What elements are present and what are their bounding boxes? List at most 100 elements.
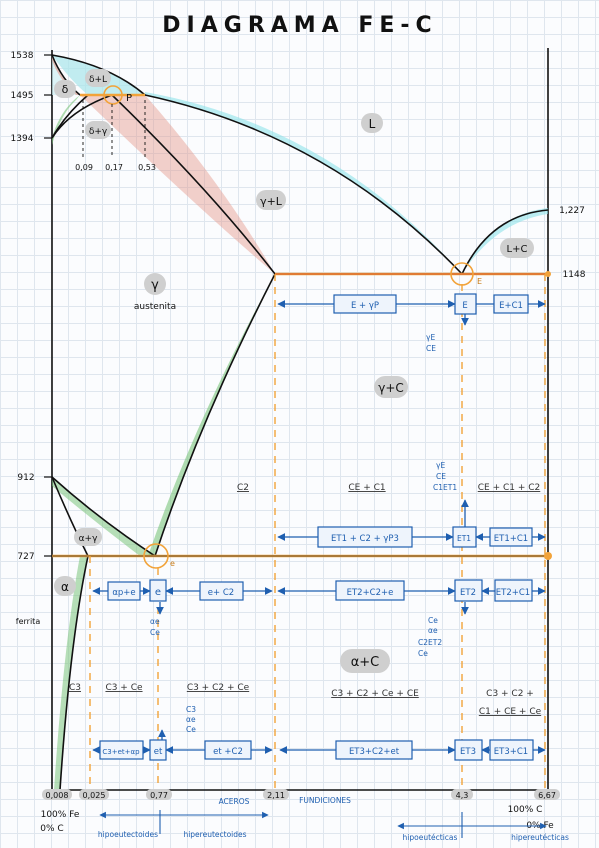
note3-ae: αe — [150, 617, 160, 626]
box-e-small: e — [155, 587, 161, 598]
gray-c3-c2-ce: C3 + C2 + Ce — [187, 683, 250, 693]
label-hipereutectoides: hipereutectoides — [183, 830, 246, 839]
gray-c3-ce: C3 + Ce — [105, 683, 143, 693]
bottom-blue-arrows — [99, 810, 547, 838]
eutectoid-label: e — [170, 559, 175, 568]
note4-ce2: Ce — [418, 649, 428, 658]
eutectic-end-dot — [545, 271, 551, 277]
box-et3: ET3 — [460, 747, 476, 757]
box-apte: αp+e — [112, 588, 135, 598]
box-et1-c2-gp3: ET1 + C2 + γP3 — [331, 534, 399, 544]
peritectic-label: P — [126, 93, 132, 104]
gray-c2: C2 — [237, 483, 249, 493]
delta-gamma-band — [52, 95, 80, 145]
phase-delta-l: δ+L — [89, 75, 107, 85]
y-tick-912: 912 — [17, 473, 34, 483]
note5-ae: αe — [186, 715, 196, 724]
a3-curve — [51, 476, 156, 557]
ferrite-solvus-band — [54, 556, 88, 790]
box-et3-c1: ET3+C1 — [494, 747, 528, 757]
box-et: et — [154, 747, 163, 757]
eutectic-label: E — [477, 277, 482, 286]
phase-label-pills — [54, 69, 534, 673]
gamma-l-shade — [80, 95, 275, 274]
ferrite-a3-curve — [51, 476, 89, 557]
tick-0-17: 0,17 — [105, 163, 123, 172]
page-title: DIAGRAMA FE-C — [162, 13, 437, 38]
box-e-c1: E+C1 — [499, 301, 523, 311]
bottom-c100: 100% C — [508, 805, 543, 815]
note3-ce: Ce — [150, 628, 160, 637]
phase-austenita: austenita — [134, 302, 176, 312]
phase-alpha-gamma: α+γ — [79, 534, 98, 544]
y-tick-marks — [44, 54, 52, 557]
delta-gamma-lower — [51, 94, 89, 139]
box-et2-c2-e: ET2+C2+e — [347, 588, 394, 598]
note4-ae: αe — [428, 626, 438, 635]
box-et2: ET2 — [460, 588, 476, 598]
note5-ce: Ce — [186, 725, 196, 734]
y-tick-1394: 1394 — [11, 134, 34, 144]
right-tick-1227: 1,227 — [559, 206, 585, 216]
phase-gamma: γ — [151, 278, 159, 293]
note4-ce: Ce — [428, 616, 438, 625]
tick-0-09: 0,09 — [75, 163, 93, 172]
ferrite-solvus-curve — [59, 555, 89, 791]
phase-l-c: L+C — [507, 244, 528, 255]
a3-band — [52, 477, 155, 556]
acm-band — [148, 274, 275, 556]
note5-c3: C3 — [186, 705, 196, 714]
x-tick-6-67: 6,67 — [538, 791, 556, 800]
note4-c2et2: C2ET2 — [418, 638, 442, 647]
constituent-notes: γE CE γE CE C1ET1 αe Ce Ce αe C2ET2 Ce C… — [150, 333, 457, 734]
label-aceros: ACEROS — [219, 797, 250, 806]
x-tick-0-008: 0,008 — [46, 791, 69, 800]
gray-c3: C3 — [69, 683, 81, 693]
box-e-gp: E + γP — [351, 301, 379, 311]
liquidus-curve-left — [144, 94, 463, 275]
y-tick-1538: 1538 — [11, 51, 34, 61]
note2-ct1: C1ET1 — [433, 483, 457, 492]
label-hipereutecticas: hipereutécticas — [511, 833, 569, 842]
right-tick-1148: 1148 — [563, 270, 586, 280]
x-tick-pills — [42, 789, 560, 800]
gray-c1-ce-ce-line2: C1 + CE + Ce — [479, 707, 542, 717]
delta-solidus-curve — [51, 54, 81, 96]
gray-c3-c2-ce-ce: C3 + C2 + Ce + CE — [331, 689, 419, 699]
phase-ferrita: ferrita — [16, 617, 41, 626]
bottom-fe100: 100% Fe — [41, 810, 80, 820]
eutectoid-point-circle — [143, 543, 169, 569]
liquidus-band-right — [462, 208, 548, 274]
peritectic-point-circle — [103, 85, 123, 105]
liquidus-curve-right — [461, 209, 549, 275]
box-et2-c1: ET2+C1 — [496, 588, 530, 598]
bottom-c0: 0% C — [40, 824, 63, 834]
note-ce: CE — [426, 344, 436, 353]
box-et-c2: et +C2 — [213, 747, 243, 757]
phase-liquid: L — [369, 117, 376, 131]
blue-boxes — [99, 293, 534, 761]
label-fundiciones: FUNDICIONES — [299, 796, 351, 805]
phase-boundaries — [51, 54, 549, 791]
note2-ge: γE — [436, 461, 445, 470]
box-e-c2: e+ C2 — [208, 588, 234, 598]
box-c3-et-ap: C3+et+αp — [102, 748, 140, 756]
tick-0-53: 0,53 — [138, 163, 156, 172]
x-tick-2-11: 2,11 — [267, 791, 285, 800]
y-tick-727: 727 — [17, 552, 34, 562]
phase-alpha: α — [61, 580, 69, 594]
box-e: E — [462, 301, 467, 311]
phase-alpha-c: α+C — [351, 655, 380, 670]
phase-delta-gamma: δ+γ — [89, 127, 108, 137]
box-et1-c1: ET1+C1 — [494, 534, 528, 544]
box-et1: ET1 — [457, 534, 471, 543]
phase-delta: δ — [62, 83, 69, 96]
y-tick-1495: 1495 — [11, 91, 34, 101]
box-et3-c2-et: ET3+C2+et — [349, 747, 400, 757]
gray-c3-c2-line1: C3 + C2 + — [486, 689, 534, 699]
label-hipoeutecticas: hipoeutécticas — [403, 833, 458, 842]
blue-arrows — [92, 300, 546, 754]
peritectic-dashes — [82, 100, 146, 158]
note-ge: γE — [426, 333, 435, 342]
